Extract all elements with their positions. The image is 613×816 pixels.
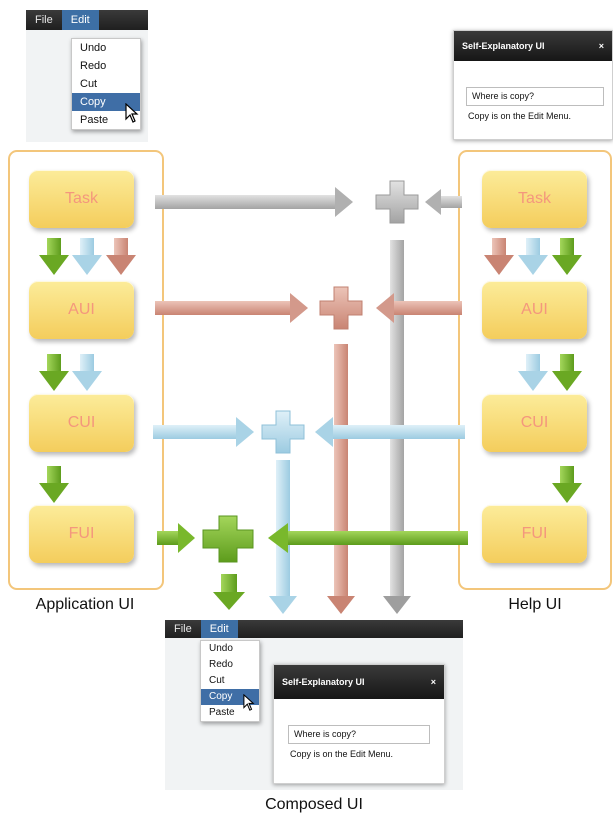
answer-text: Copy is on the Edit Menu.: [468, 111, 572, 121]
app-menu-screenshot: File Edit Undo Redo Cut Copy Paste: [26, 10, 148, 142]
menu-item-copy[interactable]: Copy: [72, 93, 140, 111]
menu-file[interactable]: File: [35, 14, 53, 26]
app-task-label: Task: [65, 190, 98, 207]
help-fui-left-arrow: [268, 523, 468, 553]
menu-edit[interactable]: Edit: [61, 10, 99, 30]
help-aui-box: AUI: [482, 281, 587, 339]
menu-item-undo[interactable]: Undo: [80, 42, 107, 54]
cui-compose-plus-icon: [261, 410, 305, 454]
composed-menu-edit[interactable]: Edit: [200, 620, 238, 638]
app-aui-to-cui-arrows: [39, 354, 102, 391]
help-fui-box: FUI: [482, 505, 587, 563]
help-task-box: Task: [482, 170, 587, 228]
dialog-titlebar: Self-Explanatory UI ×: [454, 31, 612, 61]
aui-right-arrow: [155, 293, 308, 323]
help-cui-label: CUI: [520, 414, 549, 431]
help-task-left-arrow: [425, 189, 462, 215]
composed-question-input[interactable]: Where is copy?: [288, 725, 430, 744]
help-dialog: Self-Explanatory UI × Where is copy? Cop…: [453, 30, 613, 140]
composed-close-icon[interactable]: ×: [430, 677, 436, 687]
menu-item-paste[interactable]: Paste: [80, 114, 109, 126]
menu-item-redo[interactable]: Redo: [80, 60, 107, 72]
menu-item-cut[interactable]: Cut: [80, 78, 98, 90]
question-input[interactable]: Where is copy?: [466, 87, 604, 106]
composed-ui-screenshot: File Edit Undo Redo Cut Copy Paste Self-…: [165, 620, 463, 790]
composed-ui-caption: Composed UI: [265, 796, 363, 813]
composed-menu-file[interactable]: File: [174, 623, 192, 635]
fui-right-arrow: [157, 523, 195, 553]
app-aui-label: AUI: [68, 301, 95, 318]
composed-help-dialog: Self-Explanatory UI × Where is copy? Cop…: [273, 664, 445, 784]
application-ui-caption: Application UI: [35, 596, 135, 613]
fui-down-arrow: [213, 574, 245, 610]
app-cui-to-fui-arrow: [39, 466, 69, 503]
help-aui-to-cui-arrows: [518, 354, 582, 391]
composed-mouse-cursor-icon: [243, 694, 255, 711]
composed-dialog-titlebar: Self-Explanatory UI ×: [274, 665, 444, 699]
composed-dialog-title: Self-Explanatory UI: [282, 677, 365, 687]
help-task-to-aui-arrows: [484, 238, 582, 275]
help-cui-to-fui-arrow: [552, 466, 582, 503]
app-cui-box: CUI: [29, 394, 134, 452]
app-task-box: Task: [29, 170, 134, 228]
app-cui-label: CUI: [67, 414, 96, 431]
gray-down-arrow: [383, 240, 411, 614]
aui-down-arrow: [327, 344, 355, 614]
mouse-cursor-icon: [125, 103, 139, 123]
help-aui-label: AUI: [521, 301, 548, 318]
composed-menu-item-cut[interactable]: Cut: [209, 675, 225, 686]
task-right-arrow: [155, 187, 353, 217]
composed-menu-item-redo[interactable]: Redo: [209, 659, 233, 670]
fui-compose-plus-icon: [202, 515, 254, 563]
help-cui-box: CUI: [482, 394, 587, 452]
app-task-to-aui-arrows: [39, 238, 136, 275]
composed-answer-text: Copy is on the Edit Menu.: [290, 749, 394, 759]
help-ui-caption: Help UI: [508, 596, 562, 613]
help-aui-left-arrow: [376, 293, 462, 323]
app-aui-box: AUI: [29, 281, 134, 339]
app-fui-label: FUI: [68, 525, 95, 542]
composed-menu-item-paste[interactable]: Paste: [209, 707, 235, 718]
help-dialog-screenshot: Self-Explanatory UI × Where is copy? Cop…: [453, 30, 613, 140]
close-icon[interactable]: ×: [598, 41, 604, 51]
aui-compose-plus-icon: [319, 286, 363, 330]
composed-menu-item-undo[interactable]: Undo: [209, 643, 233, 654]
cui-right-arrow: [153, 417, 254, 447]
dialog-title: Self-Explanatory UI: [462, 41, 545, 51]
help-fui-label: FUI: [521, 525, 548, 542]
composed-menu-bar: File Edit: [165, 620, 463, 638]
task-compose-plus-icon: [375, 180, 419, 224]
help-cui-left-arrow: [315, 417, 465, 447]
app-fui-box: FUI: [29, 505, 134, 563]
menu-bar: File Edit: [26, 10, 148, 30]
help-task-label: Task: [518, 190, 551, 207]
